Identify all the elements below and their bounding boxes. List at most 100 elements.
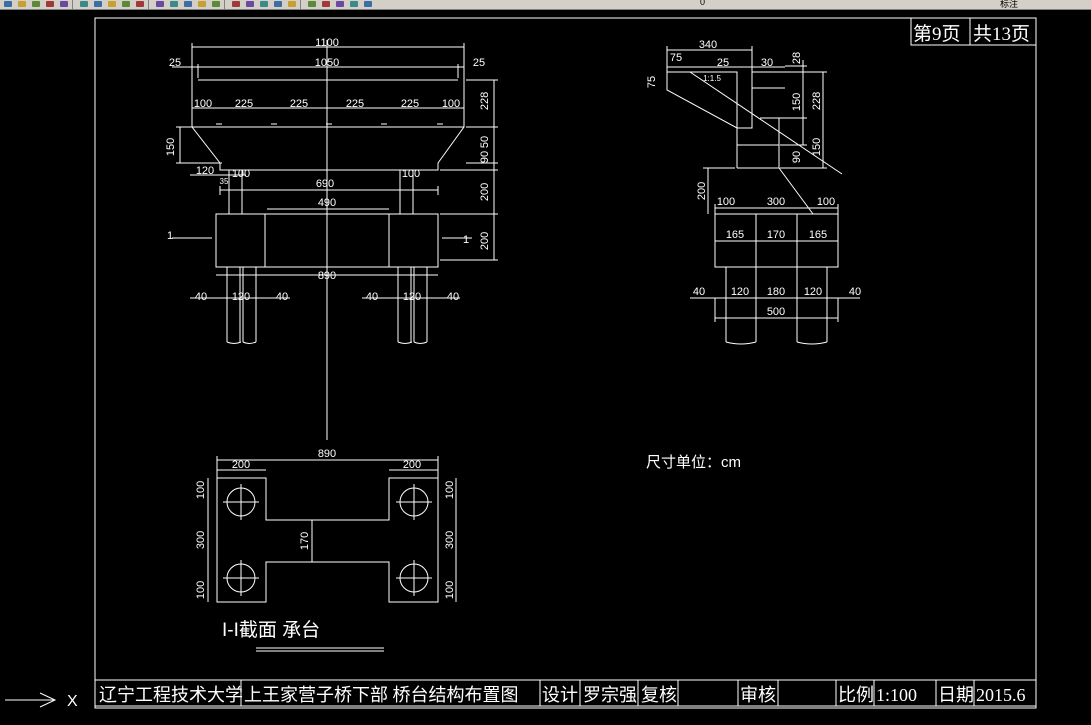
properties-icon bbox=[231, 1, 240, 7]
save-icon bbox=[31, 1, 40, 7]
dim-label: 40 bbox=[849, 286, 861, 298]
dim-label: 180 bbox=[767, 286, 785, 298]
section-mark-right: 1 bbox=[463, 234, 469, 246]
zoom-previous-icon bbox=[211, 1, 220, 7]
title-scale-label: 比例 bbox=[838, 685, 874, 705]
paste-icon bbox=[121, 1, 130, 7]
calculator-icon bbox=[307, 1, 316, 7]
tool-palettes-icon[interactable] bbox=[258, 0, 269, 8]
dim-label: 100 bbox=[402, 168, 420, 180]
toolbar-separator bbox=[72, 0, 73, 9]
undo-icon bbox=[155, 1, 164, 7]
dim-label: 120 bbox=[804, 286, 822, 298]
title-design-label: 设计 bbox=[542, 685, 578, 705]
slope-label: 1:1.5 bbox=[703, 74, 721, 83]
cut-icon[interactable] bbox=[92, 0, 103, 8]
dim-label: 35 bbox=[220, 177, 229, 186]
calculator-icon[interactable] bbox=[306, 0, 317, 8]
dim-label: 225 bbox=[346, 98, 364, 110]
toolbar-separator bbox=[148, 0, 149, 9]
save-icon[interactable] bbox=[30, 0, 41, 8]
dim-label: 300 bbox=[444, 531, 456, 549]
layer-state-icon[interactable] bbox=[334, 0, 345, 8]
dim-label: 890 bbox=[318, 448, 336, 460]
dim-label: 490 bbox=[318, 197, 336, 209]
open-icon[interactable] bbox=[16, 0, 27, 8]
title-review-label: 审核 bbox=[740, 685, 776, 705]
dim-label: 150 bbox=[791, 93, 803, 111]
dim-label: 300 bbox=[195, 531, 207, 549]
dim-label: 100 bbox=[232, 168, 250, 180]
title-date: 2015.6 bbox=[976, 685, 1026, 705]
sheet-set-icon[interactable] bbox=[272, 0, 283, 8]
zoom-previous-icon[interactable] bbox=[210, 0, 221, 8]
plot-icon[interactable] bbox=[78, 0, 89, 8]
dim-label: 165 bbox=[726, 229, 744, 241]
print-icon bbox=[45, 1, 54, 7]
dim-label: 40 bbox=[693, 286, 705, 298]
layer-previous-icon[interactable] bbox=[348, 0, 359, 8]
toolbar-separator bbox=[300, 0, 301, 9]
copy-icon[interactable] bbox=[106, 0, 117, 8]
pan-icon[interactable] bbox=[168, 0, 179, 8]
open-icon bbox=[17, 1, 26, 7]
match-icon[interactable] bbox=[134, 0, 145, 8]
title-scale: 1:100 bbox=[876, 685, 917, 705]
sheet-frame bbox=[94, 17, 1037, 709]
zoom-window-icon[interactable] bbox=[196, 0, 207, 8]
dim-label: 25 bbox=[169, 57, 181, 69]
dim-label: 100 bbox=[444, 481, 456, 499]
toolbar: 0 标注 bbox=[0, 0, 1091, 10]
dim-label: 120 bbox=[196, 165, 214, 177]
dim-label: 100 bbox=[817, 196, 835, 208]
drawing-canvas[interactable]: 1100 1050 25 25 100 225 225 225 225 100 … bbox=[0, 10, 1091, 725]
side-elevation bbox=[666, 46, 860, 345]
sheet-set-icon bbox=[273, 1, 282, 7]
dim-label: 40 bbox=[366, 291, 378, 303]
preview-icon bbox=[59, 1, 68, 7]
title-check-label: 复核 bbox=[641, 685, 677, 705]
dim-label: 500 bbox=[767, 306, 785, 318]
undo-icon[interactable] bbox=[154, 0, 165, 8]
dim-label: 50 bbox=[479, 136, 491, 148]
dim-label: 100 bbox=[717, 196, 735, 208]
properties-icon[interactable] bbox=[230, 0, 241, 8]
zoom-realtime-icon bbox=[183, 1, 192, 7]
dim-label: 90 bbox=[479, 151, 491, 163]
dim-label: 120 bbox=[232, 291, 250, 303]
dim-label: 100 bbox=[195, 481, 207, 499]
dim-label: 225 bbox=[401, 98, 419, 110]
dim-label: 40 bbox=[195, 291, 207, 303]
dim-label: 200 bbox=[479, 183, 491, 201]
toolbar-separator bbox=[224, 0, 225, 9]
page-number: 第9页 bbox=[913, 23, 961, 45]
ucs-x-label: X bbox=[67, 693, 78, 710]
design-center-icon[interactable] bbox=[244, 0, 255, 8]
title-designer: 罗宗强 bbox=[583, 685, 637, 705]
layer-icon-2[interactable] bbox=[362, 0, 373, 8]
toolbar-text: 0 bbox=[700, 0, 706, 7]
preview-icon[interactable] bbox=[58, 0, 69, 8]
plan-view bbox=[207, 456, 457, 652]
layer-icon[interactable] bbox=[320, 0, 331, 8]
copy-icon bbox=[107, 1, 116, 7]
print-icon[interactable] bbox=[44, 0, 55, 8]
dim-label: 100 bbox=[444, 581, 456, 599]
dim-label: 200 bbox=[403, 459, 421, 471]
match-icon bbox=[135, 1, 144, 7]
section-mark-left: 1 bbox=[167, 230, 173, 242]
dim-label: 340 bbox=[699, 39, 717, 51]
markup-icon[interactable] bbox=[286, 0, 297, 8]
toolbar-text: 标注 bbox=[1000, 0, 1019, 9]
dim-label: 690 bbox=[316, 178, 334, 190]
dim-label: 40 bbox=[276, 291, 288, 303]
dim-label: 90 bbox=[791, 151, 803, 163]
zoom-realtime-icon[interactable] bbox=[182, 0, 193, 8]
paste-icon[interactable] bbox=[120, 0, 131, 8]
layer-icon bbox=[321, 1, 330, 7]
section-title: I-I截面 承台 bbox=[222, 619, 320, 641]
new-icon[interactable] bbox=[2, 0, 13, 8]
dim-label: 200 bbox=[479, 232, 491, 250]
dim-label: 120 bbox=[731, 286, 749, 298]
dim-label: 150 bbox=[165, 138, 177, 156]
